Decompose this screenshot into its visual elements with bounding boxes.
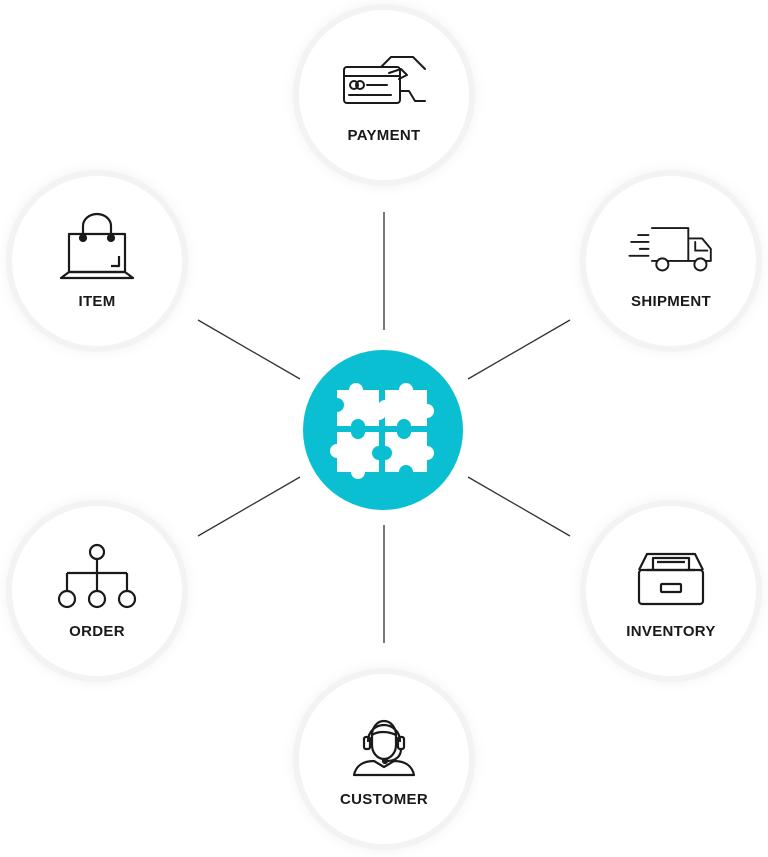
node-label: SHIPMENT: [631, 292, 711, 310]
hierarchy-icon: [52, 543, 142, 613]
connector-item: [197, 319, 301, 380]
node-label: ORDER: [69, 622, 125, 640]
connector-order: [197, 476, 301, 537]
shopping-bag-icon: [52, 212, 142, 283]
node-label: CUSTOMER: [340, 790, 428, 808]
node-label: PAYMENT: [347, 126, 421, 144]
node-payment: PAYMENT: [299, 10, 469, 180]
node-item: ITEM: [12, 176, 182, 346]
node-customer: CUSTOMER: [299, 674, 469, 844]
connector-shipment: [467, 319, 571, 380]
headset-agent-icon: [339, 711, 429, 781]
node-order: ORDER: [12, 506, 182, 676]
inventory-drawer-icon: [626, 543, 716, 613]
node-shipment: SHIPMENT: [586, 176, 756, 346]
node-label: ITEM: [78, 292, 116, 310]
node-inventory: INVENTORY: [586, 506, 756, 676]
hub-circle: [303, 350, 463, 510]
connector-inventory: [467, 476, 571, 537]
truck-icon: [626, 213, 716, 283]
puzzle-icon: [303, 350, 463, 510]
card-hand-icon: [339, 47, 429, 117]
node-label: INVENTORY: [626, 622, 716, 640]
